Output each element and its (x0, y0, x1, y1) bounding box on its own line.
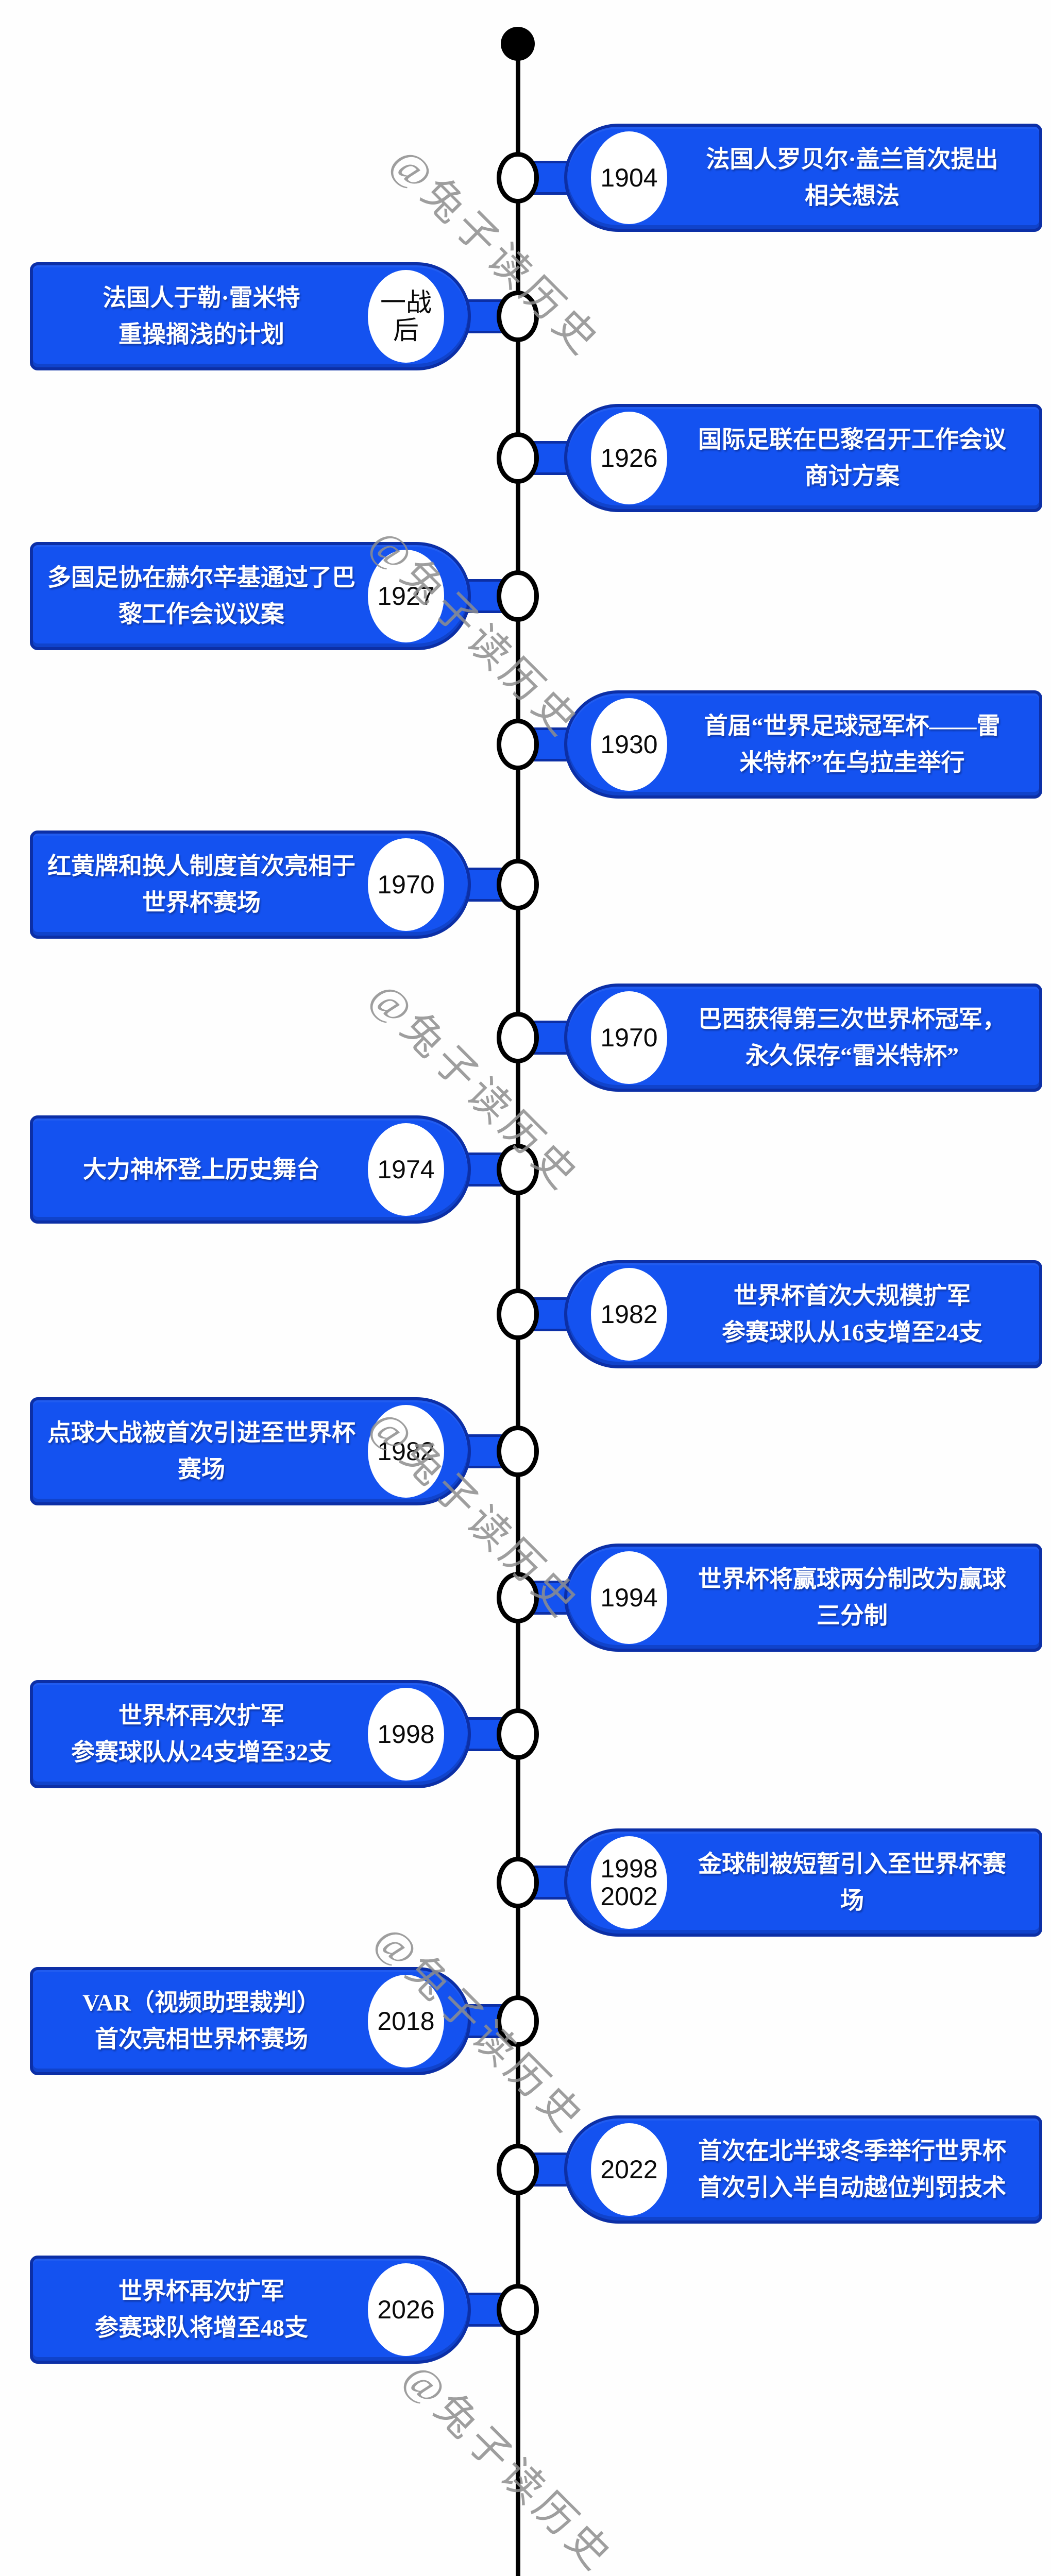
timeline-entry: 2022 首次在北半球冬季举行世界杯 首次引入半自动越位判罚技术 (0, 2115, 1051, 2224)
year-badge: 1930 (591, 698, 667, 791)
event-text: 首届“世界足球冠军杯——雷 米特杯”在乌拉圭举行 (704, 713, 1001, 776)
timeline-node-circle (497, 719, 539, 770)
event-text: 大力神杯登上历史舞台 (83, 1156, 320, 1183)
year-badge: 1982 (368, 1405, 444, 1498)
event-text: 多国足协在赫尔辛基通过了巴 黎工作会议议案 (47, 564, 355, 628)
year-badge: 1998 2002 (591, 1836, 667, 1929)
event-pill: 1998 2002 金球制被短暂引入至世界杯赛 场 (564, 1828, 1042, 1937)
event-pill: 1994 世界杯将赢球两分制改为赢球 三分制 (564, 1544, 1042, 1652)
event-text: 巴西获得第三次世界杯冠军， 永久保存“雷米特杯” (698, 1006, 1006, 1069)
timeline-node-circle (497, 1708, 539, 1760)
event-pill: 2026 世界杯再次扩军 参赛球队将增至48支 (30, 2256, 471, 2364)
timeline-entry: 1998 2002 金球制被短暂引入至世界杯赛 场 (0, 1828, 1051, 1937)
timeline-node-circle (497, 1289, 539, 1340)
event-text: 世界杯将赢球两分制改为赢球 三分制 (698, 1566, 1006, 1629)
event-text: 世界杯再次扩军 参赛球队从24支增至32支 (71, 1702, 332, 1766)
event-text: 金球制被短暂引入至世界杯赛 场 (698, 1851, 1006, 1914)
year-badge: 1926 (591, 412, 667, 504)
timeline-node-circle (497, 432, 539, 484)
event-pill: 1926 国际足联在巴黎召开工作会议 商讨方案 (564, 404, 1042, 512)
timeline-entry: 1974 大力神杯登上历史舞台 (0, 1115, 1051, 1224)
event-text: 首次在北半球冬季举行世界杯 首次引入半自动越位判罚技术 (698, 2138, 1006, 2201)
year-badge: 1927 (368, 550, 444, 642)
year-badge: 1998 (368, 1688, 444, 1781)
timeline-entry: 1970 巴西获得第三次世界杯冠军， 永久保存“雷米特杯” (0, 984, 1051, 1092)
event-pill: 1982 世界杯首次大规模扩军 参赛球队从16支增至24支 (564, 1260, 1042, 1368)
event-pill: 1970 巴西获得第三次世界杯冠军， 永久保存“雷米特杯” (564, 984, 1042, 1092)
timeline-entry: 2026 世界杯再次扩军 参赛球队将增至48支 (0, 2256, 1051, 2364)
timeline-node-circle (497, 2144, 539, 2195)
year-badge: 1904 (591, 131, 667, 224)
year-badge: 1994 (591, 1551, 667, 1644)
event-pill: 2022 首次在北半球冬季举行世界杯 首次引入半自动越位判罚技术 (564, 2115, 1042, 2224)
timeline-entry: 1982 世界杯首次大规模扩军 参赛球队从16支增至24支 (0, 1260, 1051, 1368)
event-pill: 1974 大力神杯登上历史舞台 (30, 1115, 471, 1224)
watermark-text: @兔子读历史 (395, 2354, 622, 2576)
event-pill: 1982 点球大战被首次引进至世界杯 赛场 (30, 1397, 471, 1505)
timeline-node-circle (497, 570, 539, 622)
event-text: 法国人于勒·雷米特 重操搁浅的计划 (103, 284, 300, 348)
year-badge: 1982 (591, 1268, 667, 1361)
event-pill: 一战 后 法国人于勒·雷米特 重操搁浅的计划 (30, 262, 471, 370)
event-pill: 1970 红黄牌和换人制度首次亮相于 世界杯赛场 (30, 831, 471, 939)
event-text: 国际足联在巴黎召开工作会议 商讨方案 (698, 426, 1006, 489)
timeline-entry: 1927 多国足协在赫尔辛基通过了巴 黎工作会议议案 (0, 542, 1051, 650)
year-badge: 2022 (591, 2123, 667, 2216)
timeline-node-circle (497, 859, 539, 910)
year-badge: 1974 (368, 1123, 444, 1216)
year-badge: 1970 (368, 838, 444, 931)
timeline-node-circle (497, 1995, 539, 2047)
timeline-entry: 1998 世界杯再次扩军 参赛球队从24支增至32支 (0, 1680, 1051, 1788)
timeline-entry: 1994 世界杯将赢球两分制改为赢球 三分制 (0, 1544, 1051, 1652)
event-text: VAR（视频助理裁判） 首次亮相世界杯赛场 (82, 1989, 320, 2053)
event-pill: 1904 法国人罗贝尔·盖兰首次提出 相关想法 (564, 124, 1042, 232)
timeline-entry: 2018 VAR（视频助理裁判） 首次亮相世界杯赛场 (0, 1967, 1051, 2075)
timeline-node-circle (497, 152, 539, 204)
event-text: 点球大战被首次引进至世界杯 赛场 (47, 1419, 355, 1483)
event-text: 红黄牌和换人制度首次亮相于 世界杯赛场 (47, 853, 355, 916)
timeline-entry: 1926 国际足联在巴黎召开工作会议 商讨方案 (0, 404, 1051, 512)
event-text: 法国人罗贝尔·盖兰首次提出 相关想法 (706, 146, 998, 209)
event-text: 世界杯再次扩军 参赛球队将增至48支 (95, 2278, 308, 2341)
event-pill: 1998 世界杯再次扩军 参赛球队从24支增至32支 (30, 1680, 471, 1788)
timeline-entry: 1982 点球大战被首次引进至世界杯 赛场 (0, 1397, 1051, 1505)
year-badge: 一战 后 (368, 270, 444, 363)
event-pill: 1930 首届“世界足球冠军杯——雷 米特杯”在乌拉圭举行 (564, 690, 1042, 799)
year-badge: 2026 (368, 2263, 444, 2356)
timeline-entry: 一战 后 法国人于勒·雷米特 重操搁浅的计划 (0, 262, 1051, 370)
event-text: 世界杯首次大规模扩军 参赛球队从16支增至24支 (722, 1282, 982, 1346)
timeline-node-circle (497, 2284, 539, 2335)
timeline-entry: 1970 红黄牌和换人制度首次亮相于 世界杯赛场 (0, 831, 1051, 939)
timeline-node-circle (497, 1426, 539, 1477)
event-pill: 1927 多国足协在赫尔辛基通过了巴 黎工作会议议案 (30, 542, 471, 650)
year-badge: 1970 (591, 991, 667, 1084)
timeline-entry: 1904 法国人罗贝尔·盖兰首次提出 相关想法 (0, 124, 1051, 232)
timeline-entry: 1930 首届“世界足球冠军杯——雷 米特杯”在乌拉圭举行 (0, 690, 1051, 799)
event-pill: 2018 VAR（视频助理裁判） 首次亮相世界杯赛场 (30, 1967, 471, 2075)
year-badge: 2018 (368, 1975, 444, 2067)
timeline-node-circle (497, 1012, 539, 1063)
timeline-node-circle (497, 291, 539, 342)
timeline-node-circle (497, 1144, 539, 1195)
timeline-node-circle (497, 1857, 539, 1908)
timeline-node-circle (497, 1572, 539, 1623)
